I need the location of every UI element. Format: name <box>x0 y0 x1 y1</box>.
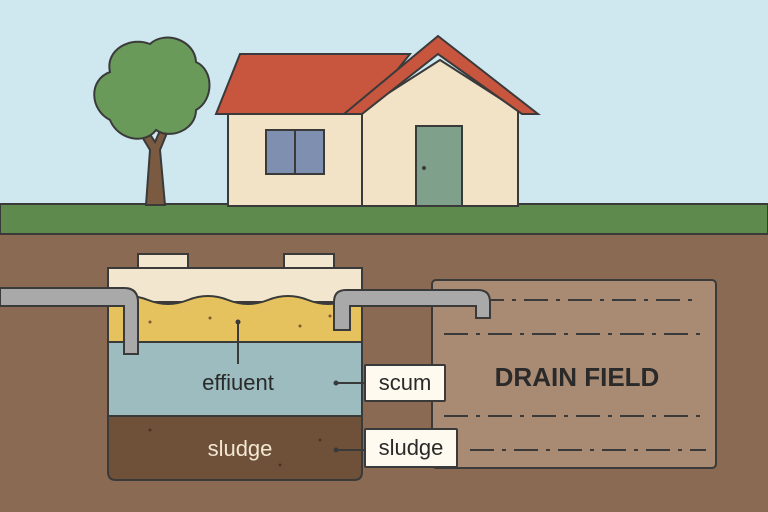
drain-field-label: DRAIN FIELD <box>494 362 660 392</box>
tree-trunk <box>136 124 171 206</box>
house <box>214 34 541 207</box>
sludge-tag: sludge <box>364 428 458 468</box>
grass <box>0 203 768 235</box>
outlet-pipe <box>333 289 491 331</box>
tree <box>93 36 211 206</box>
door-knob <box>422 166 426 170</box>
septic-tank <box>107 253 364 481</box>
scum-layer <box>107 295 363 343</box>
sludge-inside-label: sludge <box>207 436 273 461</box>
scum-tag: scum <box>364 364 446 402</box>
tank-lid <box>107 267 363 303</box>
house-door <box>415 125 463 207</box>
effluent-layer <box>107 341 363 417</box>
inlet-pipe <box>0 287 139 355</box>
tree-canopy <box>93 36 211 140</box>
effluent-label: effiuent <box>202 370 274 395</box>
sludge-layer <box>107 415 363 481</box>
house-roof-right <box>341 34 541 115</box>
